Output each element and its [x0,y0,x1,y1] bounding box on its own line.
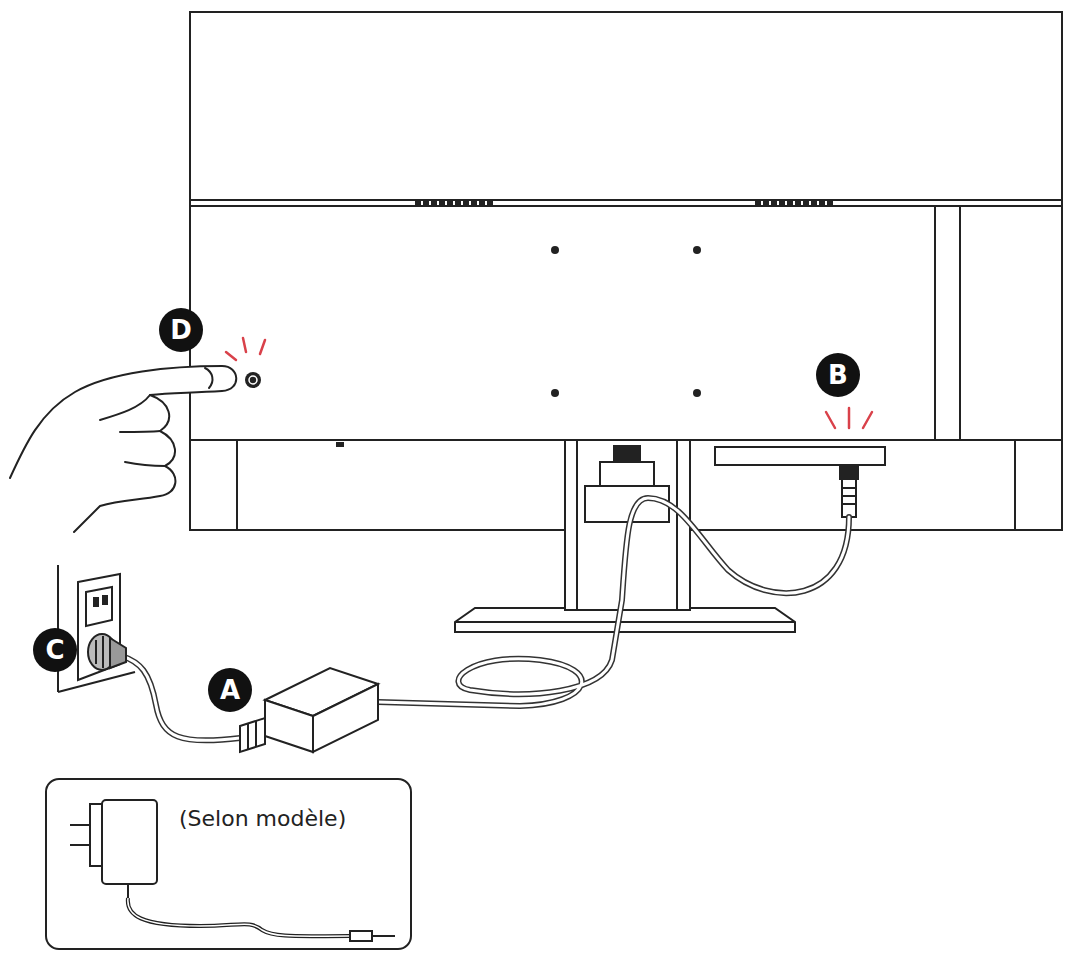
vesa-hole [336,246,701,447]
power-adapter [247,724,249,750]
vesa-hole [693,389,701,397]
highlight-rays [260,340,265,354]
callout-letter: B [828,362,848,388]
monitor-body [934,206,936,440]
power-button [245,372,261,388]
vesa-hole [336,442,344,447]
wall-adapter-variant [90,804,102,866]
vent [415,201,495,206]
vesa-hole [551,246,559,254]
hand [100,395,150,420]
input-port [842,479,856,517]
power-button [245,372,261,388]
wall-plug [88,634,126,670]
highlight-rays [243,338,246,352]
power-cable [122,656,240,740]
wall-adapter-variant [102,800,157,884]
vent [415,201,835,206]
stand [585,486,669,522]
power-cable [378,498,849,706]
monitor-body [959,206,961,440]
input-port [842,495,856,497]
hand [10,366,236,532]
stand [676,440,678,610]
callout-letter: C [45,637,64,663]
input-port [840,465,858,479]
wall-plug [102,636,104,668]
monitor-body [236,440,238,530]
variant-inset-box: (Selon modèle) [45,778,412,950]
callout-letter: D [170,317,192,343]
highlight-rays [226,338,872,428]
highlight-rays [826,412,835,428]
wall-plug [95,640,97,664]
power-adapter [240,668,378,752]
callout-circle [33,628,77,672]
input-port [842,503,856,505]
power-cable [378,498,849,706]
power-cable [122,498,849,740]
power-adapter [265,700,313,752]
power-cable [122,656,240,740]
callout-circle [159,308,203,352]
callout-circle [33,308,860,712]
hand [120,431,160,432]
monitor-body [190,12,1062,530]
monitor-body [190,199,1062,201]
wall-adapter-variant [70,824,90,826]
stand [455,621,795,623]
hand [10,366,236,532]
power-adapter [240,718,265,752]
wall-outlet [86,587,112,626]
stand [600,462,654,486]
callout-circle [208,668,252,712]
wall-outlet [94,598,98,606]
highlight-rays [226,352,236,360]
wall-adapter-variant [128,898,350,936]
highlight-rays [848,408,851,428]
vesa-hole [551,389,559,397]
wall-adapter-variant [372,935,395,937]
callout-circle [816,353,860,397]
wall-adapter-variant [127,884,129,898]
power-adapter [313,684,378,752]
wall-adapter-variant [70,844,90,846]
input-port [715,447,885,465]
power-adapter [255,721,257,747]
monitor-body [1014,440,1016,530]
stand [576,440,578,610]
wall-adapter-variant [350,931,372,941]
monitor-body [190,205,1062,207]
wall-outlet [103,596,107,604]
input-port [842,487,856,489]
wall-outlet [58,565,135,692]
wall-plug [110,638,126,668]
wall-adapter-variant [70,800,395,941]
highlight-rays [863,412,872,428]
vent [755,201,835,206]
monitor-body [190,12,1062,530]
wall-adapter-variant [128,898,350,936]
hand [125,462,165,466]
input-port [715,447,885,517]
power-button [249,376,257,384]
callout-letter: A [220,677,240,703]
stand [455,608,795,632]
hand [205,368,212,388]
variant-note: (Selon modèle) [179,806,346,831]
wall-outlet [58,672,135,692]
vesa-hole [693,246,701,254]
